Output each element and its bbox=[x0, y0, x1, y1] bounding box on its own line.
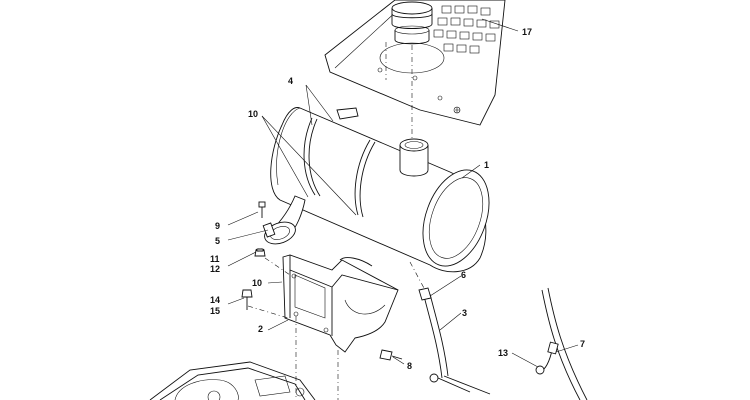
callout-3: 3 bbox=[462, 308, 467, 318]
part-1-filter-body bbox=[262, 107, 490, 273]
callout-5: 5 bbox=[215, 236, 220, 246]
callout-11: 11 bbox=[210, 254, 220, 264]
callout-labels: 17 4 10 1 9 5 11 12 10 6 14 15 3 2 13 7 … bbox=[210, 27, 585, 371]
callout-8: 8 bbox=[407, 361, 412, 371]
callout-12: 12 bbox=[210, 264, 220, 274]
callout-9: 9 bbox=[215, 221, 220, 231]
engine-housing-fragment bbox=[149, 361, 316, 400]
part-7-hose-right bbox=[535, 287, 588, 400]
part-2-bracket bbox=[247, 254, 399, 400]
callout-14: 14 bbox=[210, 295, 220, 305]
top-panel-plate bbox=[324, 0, 506, 126]
callout-15: 15 bbox=[210, 306, 220, 316]
part-3-hose bbox=[409, 261, 491, 395]
callout-17: 17 bbox=[522, 27, 532, 37]
callout-2: 2 bbox=[258, 324, 263, 334]
callout-7: 7 bbox=[580, 339, 585, 349]
part-14-15-bolt bbox=[241, 289, 253, 310]
part-17-cap bbox=[385, 1, 433, 150]
part-9-bolt bbox=[258, 201, 266, 218]
plate-square-holes bbox=[433, 5, 500, 54]
part-8-bolt bbox=[379, 349, 403, 361]
callout-4: 4 bbox=[288, 76, 293, 86]
callout-10-lower: 10 bbox=[252, 278, 262, 288]
callout-10-upper: 10 bbox=[248, 109, 258, 119]
callout-13: 13 bbox=[498, 348, 508, 358]
part-11-12-nut-washer bbox=[254, 248, 266, 257]
leader-lines bbox=[227, 18, 579, 368]
callout-1: 1 bbox=[484, 160, 489, 170]
callout-6: 6 bbox=[461, 270, 466, 280]
